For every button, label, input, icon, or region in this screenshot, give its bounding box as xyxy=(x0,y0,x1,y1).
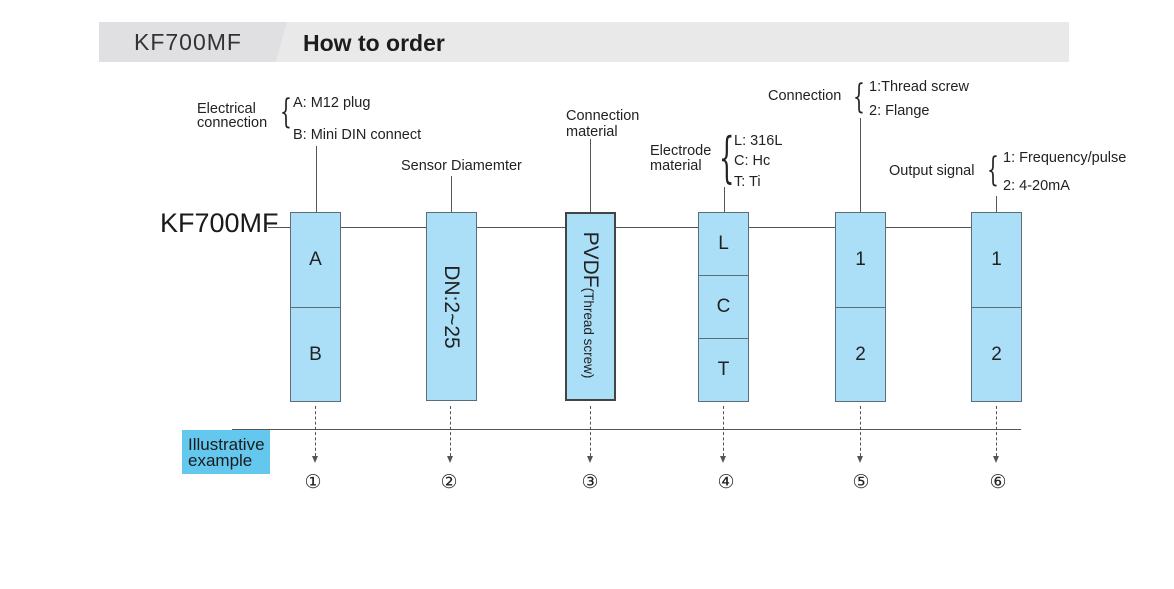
illustrative-example-badge: Illustrative example xyxy=(182,430,270,474)
seg3-label-line1: Connection xyxy=(566,108,640,124)
seg1-label-line1: Electrical xyxy=(197,101,256,117)
seg3-leader-line xyxy=(590,139,591,212)
seg2-index-number: ② xyxy=(440,471,458,493)
seg1-index-number: ① xyxy=(304,471,322,493)
seg4-cell-divider-2 xyxy=(699,338,748,339)
seg5-arrow-head xyxy=(857,456,863,463)
seg1-leader-line xyxy=(316,146,317,212)
seg6-code-box: 1 2 xyxy=(971,212,1022,402)
seg2-code-box: DN:2~25 xyxy=(426,212,477,401)
seg6-leader-line xyxy=(996,196,997,212)
bottom-separator-line xyxy=(232,429,1021,430)
seg4-cell-l: L xyxy=(718,233,729,254)
seg5-brace: { xyxy=(853,77,865,117)
seg4-option-t: T: Ti xyxy=(734,174,761,190)
header-band: KF700MF How to order xyxy=(99,22,1069,62)
seg3-material-sub: (Thread screw) xyxy=(581,287,596,379)
seg2-label: Sensor Diamemter xyxy=(401,158,522,174)
seg2-leader-line xyxy=(451,176,452,212)
seg6-arrow-head xyxy=(993,456,999,463)
seg4-option-l: L: 316L xyxy=(734,133,783,149)
seg1-dashed-arrow-line xyxy=(315,406,316,456)
illustrative-example-text: Illustrative example xyxy=(188,435,265,470)
seg3-code-box: PVDF(Thread screw) xyxy=(565,212,616,401)
seg1-brace: { xyxy=(280,92,292,132)
seg5-leader-line xyxy=(860,118,861,212)
seg4-cell-t: T xyxy=(717,359,730,380)
seg3-index-number: ③ xyxy=(581,471,599,493)
seg6-option-2: 2: 4-20mA xyxy=(1003,178,1070,194)
seg1-option-b: B: Mini DIN connect xyxy=(293,127,422,143)
model-code: KF700MF xyxy=(160,208,279,238)
seg5-cell-divider xyxy=(836,307,885,308)
seg1-cell-a: A xyxy=(309,249,322,270)
main-connector-line xyxy=(268,227,1020,228)
header-model-label: KF700MF xyxy=(134,29,242,55)
seg6-cell-2: 2 xyxy=(991,344,1002,365)
seg3-label-line2: material xyxy=(566,124,618,140)
seg6-cell-divider xyxy=(972,307,1021,308)
seg3-material-text: PVDF(Thread screw) xyxy=(577,222,603,388)
seg3-material-main: PVDF xyxy=(579,231,602,288)
seg1-code-box: A B xyxy=(290,212,341,402)
seg5-cell-1: 1 xyxy=(855,249,866,270)
seg1-label-line2: connection xyxy=(197,115,268,131)
seg5-dashed-arrow-line xyxy=(860,406,861,456)
seg4-cell-divider-1 xyxy=(699,275,748,276)
seg4-label-line1: Electrode xyxy=(650,143,712,159)
seg4-code-box: L C T xyxy=(698,212,749,402)
seg4-label-line2: material xyxy=(650,158,702,174)
seg6-index-number: ⑥ xyxy=(989,471,1007,493)
seg6-label: Output signal xyxy=(889,163,975,179)
seg1-cell-b: B xyxy=(309,344,322,365)
seg3-arrow-head xyxy=(587,456,593,463)
seg1-cell-divider xyxy=(291,307,340,308)
header-model-tab: KF700MF xyxy=(99,22,287,62)
seg5-code-box: 1 2 xyxy=(835,212,886,402)
seg4-dashed-arrow-line xyxy=(723,406,724,456)
seg5-option-1: 1:Thread screw xyxy=(869,79,969,95)
seg5-cell-2: 2 xyxy=(855,344,866,365)
seg2-diameter-text: DN:2~25 xyxy=(440,265,463,349)
seg2-dashed-arrow-line xyxy=(450,406,451,456)
seg1-option-a: A: M12 plug xyxy=(293,95,371,111)
seg4-index-number: ④ xyxy=(717,471,735,493)
seg5-label: Connection xyxy=(768,88,842,104)
seg4-leader-line xyxy=(724,187,725,212)
header-title: How to order xyxy=(303,30,445,56)
seg4-cell-c: C xyxy=(716,296,731,317)
seg4-arrow-head xyxy=(720,456,726,463)
seg4-option-c: C: Hc xyxy=(734,153,771,169)
seg2-arrow-head xyxy=(447,456,453,463)
seg4-brace: { xyxy=(719,126,735,189)
seg6-option-1: 1: Frequency/pulse xyxy=(1003,150,1127,166)
seg5-option-2: 2: Flange xyxy=(869,103,930,119)
seg3-dashed-arrow-line xyxy=(590,406,591,456)
seg6-dashed-arrow-line xyxy=(996,406,997,456)
seg5-index-number: ⑤ xyxy=(852,471,870,493)
seg6-cell-1: 1 xyxy=(991,249,1002,270)
seg6-brace: { xyxy=(987,150,999,190)
seg1-arrow-head xyxy=(312,456,318,463)
